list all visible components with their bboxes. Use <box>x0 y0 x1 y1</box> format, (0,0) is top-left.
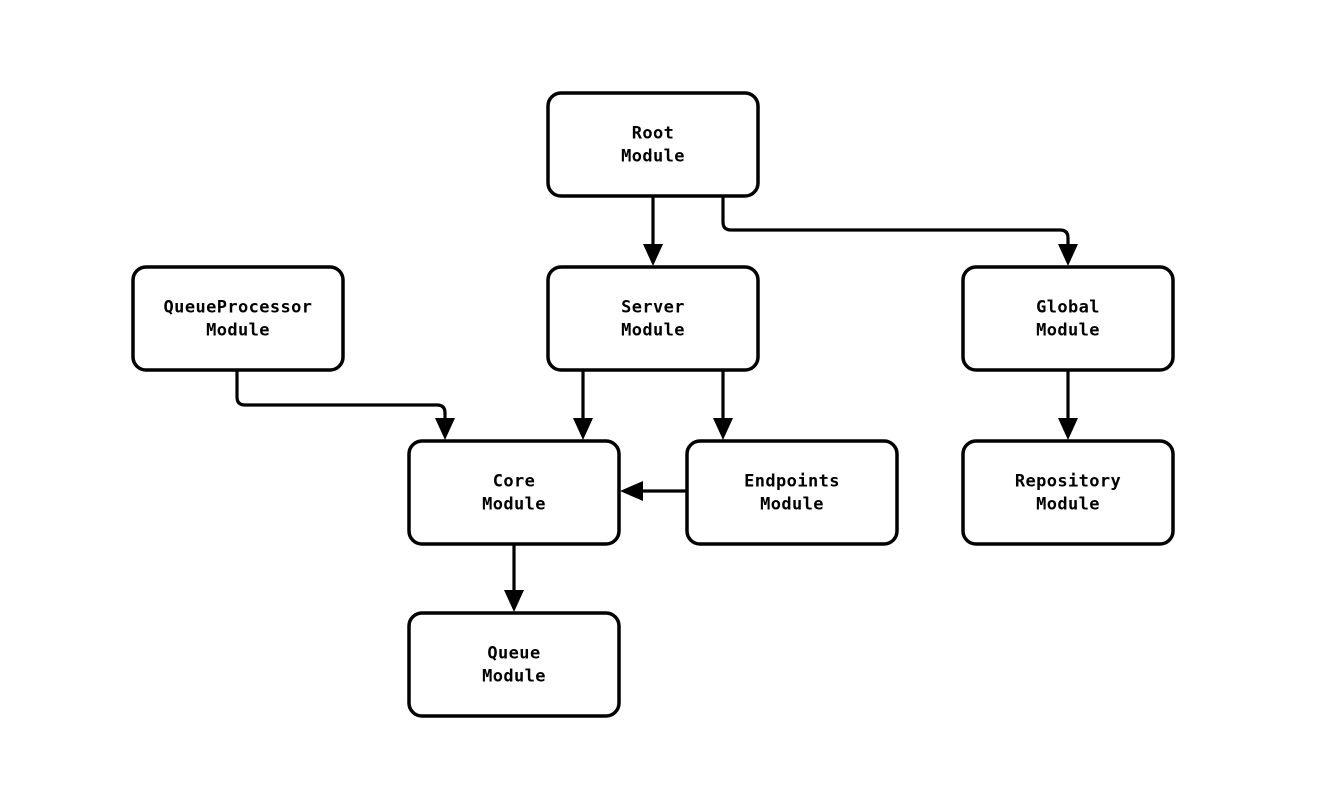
arrow-head-icon <box>1058 244 1078 266</box>
arrow-head-icon <box>504 590 524 612</box>
edge-root-to-global <box>721 196 1078 266</box>
node-label-line2: Module <box>621 147 685 167</box>
arrow-head-icon <box>643 244 663 266</box>
nodes-layer: RootModuleQueueProcessorModuleServerModu… <box>131 91 1175 718</box>
node-label-line2: Module <box>482 495 546 515</box>
node-label-line2: Module <box>1036 495 1100 515</box>
node-box[interactable] <box>131 265 345 372</box>
node-label-line2: Module <box>1036 321 1100 341</box>
edge-core-to-queue <box>504 544 524 612</box>
edge-line <box>235 370 447 426</box>
node-label-line1: Core <box>493 472 536 492</box>
node-label-line1: QueueProcessor <box>164 298 313 318</box>
node-box[interactable] <box>685 439 899 546</box>
node-label-line2: Module <box>482 667 546 687</box>
node-label-line2: Module <box>760 495 824 515</box>
node-label-line1: Server <box>621 298 685 318</box>
edge-root-to-server <box>643 196 663 266</box>
node-box[interactable] <box>407 439 621 546</box>
edge-global-to-repository <box>1058 370 1078 440</box>
edge-endpoints-to-core <box>620 481 687 501</box>
node-box[interactable] <box>546 265 760 372</box>
edge-queueprocessor-to-core <box>235 370 455 440</box>
arrow-head-icon <box>620 481 643 501</box>
node-label-line2: Module <box>621 321 685 341</box>
edge-line <box>721 196 1070 252</box>
node-box[interactable] <box>961 265 1175 372</box>
node-box[interactable] <box>961 439 1175 546</box>
node-label-line1: Endpoints <box>744 472 840 492</box>
node-label-line1: Root <box>632 124 675 144</box>
node-box[interactable] <box>546 91 760 198</box>
arrow-head-icon <box>573 418 593 440</box>
edge-server-to-core <box>573 370 593 440</box>
edge-server-to-endpoints <box>713 370 733 440</box>
node-label-line1: Queue <box>487 644 540 664</box>
arrow-head-icon <box>1058 418 1078 440</box>
arrow-head-icon <box>435 418 455 440</box>
node-label-line1: Global <box>1036 298 1100 318</box>
arrow-head-icon <box>713 418 733 440</box>
node-label-line1: Repository <box>1015 472 1121 492</box>
node-box[interactable] <box>407 611 621 718</box>
edges-layer <box>235 196 1078 612</box>
node-label-line2: Module <box>206 321 270 341</box>
